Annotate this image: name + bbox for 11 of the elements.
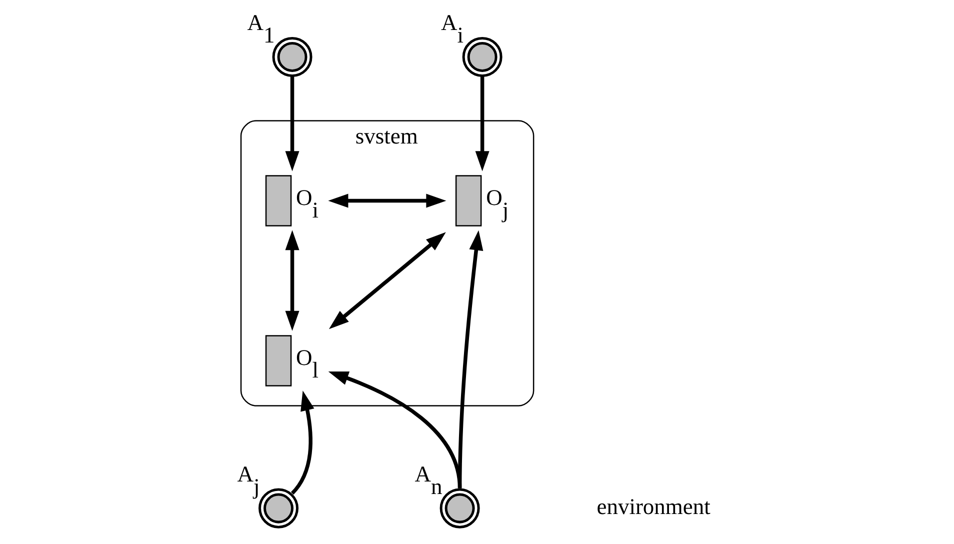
node-circle xyxy=(462,36,502,77)
arrow xyxy=(290,390,314,495)
arrow xyxy=(475,76,490,172)
arrow xyxy=(328,194,446,208)
arrow xyxy=(328,371,462,488)
label: environment xyxy=(596,494,710,519)
node-circle xyxy=(258,488,299,528)
node-circle xyxy=(272,36,312,77)
arrow xyxy=(285,76,300,172)
arrow xyxy=(285,230,300,331)
arrow xyxy=(328,232,446,330)
